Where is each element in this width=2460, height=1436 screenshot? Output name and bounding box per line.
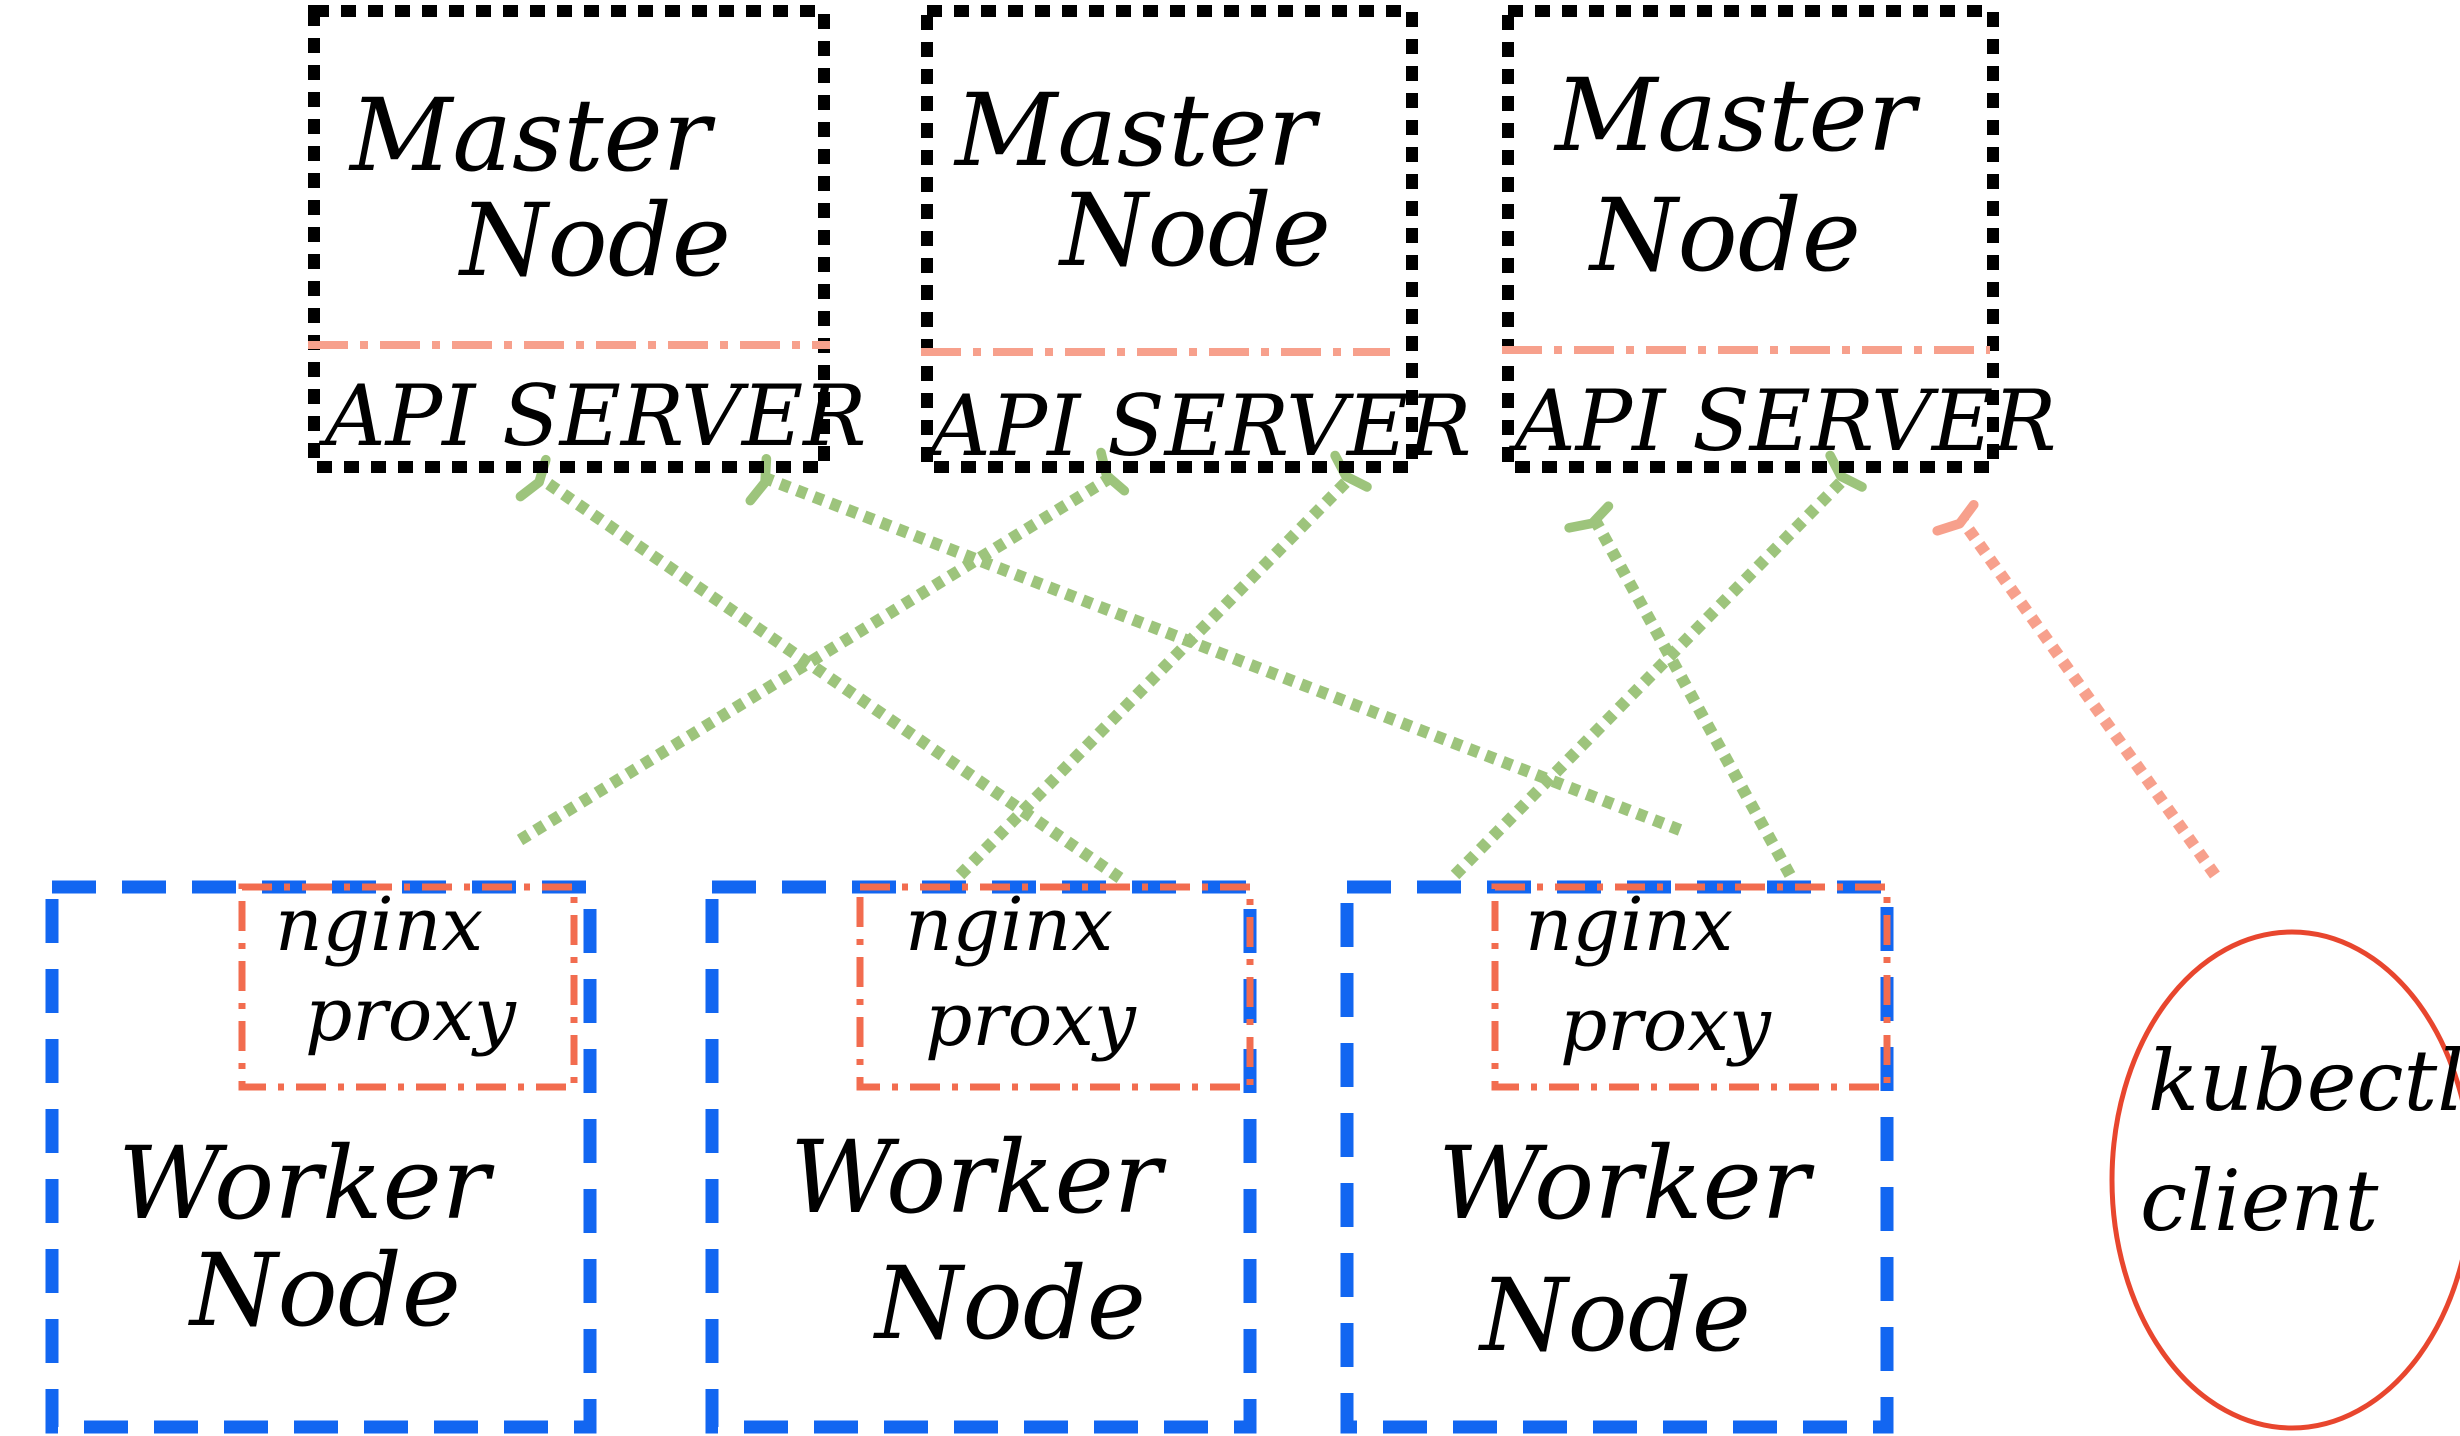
api-server-label: API SERVER xyxy=(1508,372,2056,470)
kubectl-label: kubectl xyxy=(2148,1032,2460,1130)
worker-node-3-border xyxy=(1340,880,1894,1434)
arrow-worker1-to-master2 xyxy=(516,447,1130,846)
master-node-2-border xyxy=(921,5,1418,473)
worker-node-title-line1: Worker xyxy=(790,1119,1167,1236)
api-server-label: API SERVER xyxy=(923,377,1471,475)
worker-node-1: nginx proxy Worker Node xyxy=(45,880,597,1434)
master-node-3: Master Node API SERVER xyxy=(1502,5,2056,473)
worker-node-title-line2: Node xyxy=(188,1232,461,1349)
kubectl-client: kubectl client xyxy=(2109,929,2460,1431)
master-node-title-line1: Master xyxy=(953,72,1321,189)
worker-node-2-border xyxy=(705,880,1257,1434)
master-node-1-border xyxy=(308,5,830,473)
client-label: client xyxy=(2140,1152,2379,1250)
arrow-worker3-to-master1 xyxy=(745,454,1683,836)
nginx-proxy-line2: proxy xyxy=(305,972,517,1058)
master-node-title-line1: Master xyxy=(1553,57,1921,174)
master-node-3-border xyxy=(1502,5,1999,473)
nginx-proxy-line2: proxy xyxy=(1560,982,1772,1068)
nginx-proxy-box xyxy=(1491,883,1891,1091)
nginx-proxy-line1: nginx xyxy=(1525,882,1733,968)
worker-node-1-border xyxy=(45,880,597,1434)
master-node-1: Master Node API SERVER xyxy=(308,5,866,473)
arrow-worker3-to-master3-left xyxy=(1564,501,1796,878)
arrow-worker3-to-master3-right xyxy=(1450,450,1867,880)
nginx-proxy-box xyxy=(856,883,1254,1091)
kubectl-client-border xyxy=(2109,929,2460,1431)
nginx-proxy-box xyxy=(238,883,578,1091)
worker-node-3: nginx proxy Worker Node xyxy=(1340,880,1894,1434)
nginx-proxy-line1: nginx xyxy=(275,882,483,968)
connections xyxy=(515,447,2220,883)
worker-node-title-line1: Worker xyxy=(118,1125,495,1242)
master-node-title-line2: Node xyxy=(458,182,731,299)
api-server-label: API SERVER xyxy=(318,367,866,465)
worker-node-title-line2: Node xyxy=(873,1245,1146,1362)
worker-node-2: nginx proxy Worker Node xyxy=(705,880,1257,1434)
worker-node-title-line1: Worker xyxy=(1438,1125,1815,1242)
worker-node-title-line2: Node xyxy=(1478,1257,1751,1374)
nginx-proxy-line1: nginx xyxy=(905,882,1113,968)
master-node-title-line2: Node xyxy=(1588,177,1861,294)
arrow-worker2-to-master2 xyxy=(955,450,1372,880)
master-node-title-line1: Master xyxy=(348,77,716,194)
master-node-title-line2: Node xyxy=(1058,172,1331,289)
arrow-worker2-to-master1 xyxy=(515,454,1124,883)
arrow-client-to-master3 xyxy=(1932,499,2220,879)
master-node-2: Master Node API SERVER xyxy=(921,5,1471,475)
nginx-proxy-line2: proxy xyxy=(925,977,1137,1063)
